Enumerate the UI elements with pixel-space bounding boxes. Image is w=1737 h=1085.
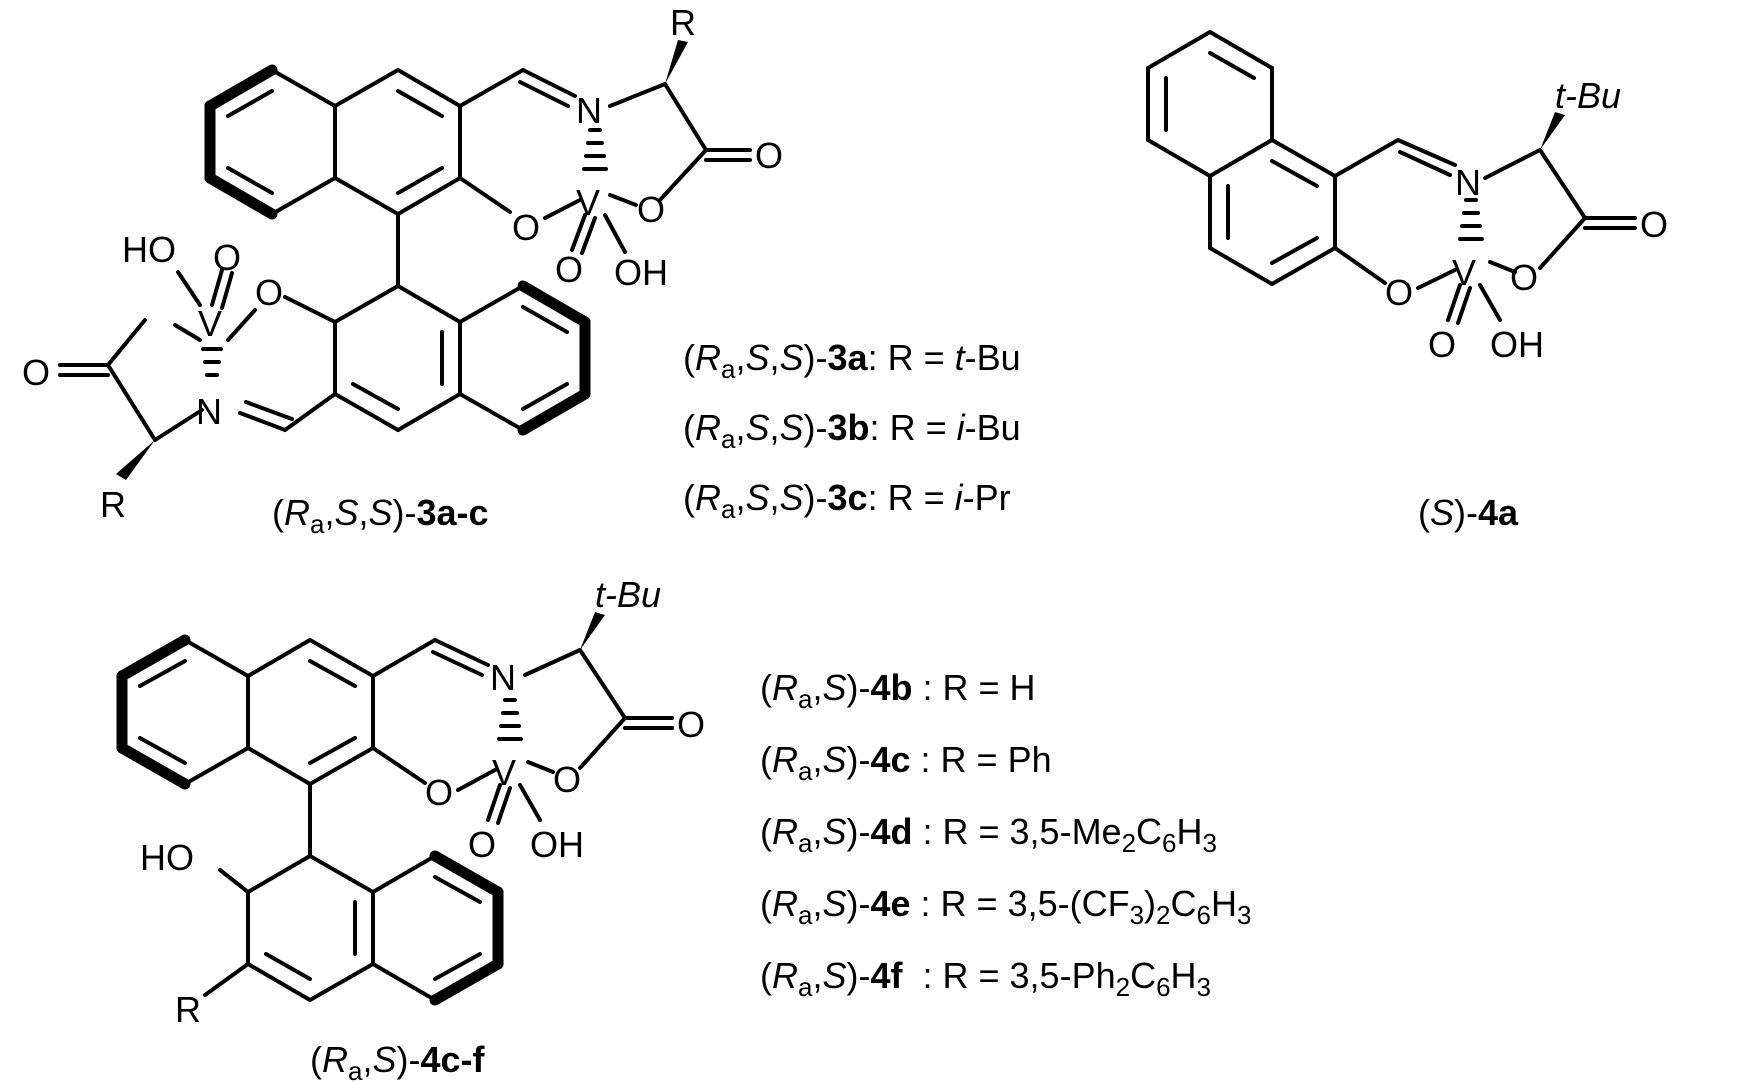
legend-4-row-3: (Ra,S)-4d : R = 3,5-Me2C6H3 (760, 811, 1217, 858)
atom-O-carbonyl-top: O (755, 135, 783, 176)
atom-O-carbonyl-bottom: O (22, 352, 50, 393)
legend-4-row-2: (Ra,S)-4c : R = Ph (760, 739, 1052, 786)
atom-R-4cf: R (175, 989, 201, 1030)
legend-4-row-1: (Ra,S)-4b : R = H (760, 667, 1036, 714)
atom-O-ring-4cf: O (553, 759, 581, 800)
atom-OH-top: OH (614, 252, 668, 293)
atom-O-oxo-4cf: O (468, 824, 496, 865)
atom-R-bottom: R (100, 484, 126, 525)
structure-4a (1146, 30, 1637, 325)
atom-labels-3a-c: N V O O O O OH R N V O O O HO R (22, 2, 783, 525)
atom-O-phenol-top: O (512, 207, 540, 248)
caption-3a-c: (Ra,S,S)-3a-c (272, 492, 489, 539)
legend-4-row-4: (Ra,S)-4e : R = 3,5-(CF3)2C6H3 (760, 883, 1251, 930)
atom-O-phenol-4a: O (1385, 272, 1413, 313)
legend-3-row-3: (Ra,S,S)-3c: R = i-Pr (683, 477, 1011, 524)
atom-N-top: N (576, 90, 602, 131)
atom-O-phenol-bottom: O (255, 272, 283, 313)
benzo-ring-bottom (458, 280, 591, 436)
atom-V-top: V (576, 182, 600, 223)
atom-tBu-4a: t-Bu (1555, 75, 1621, 116)
atom-V-4cf: V (492, 752, 516, 793)
atom-V-bottom: V (198, 303, 222, 344)
atom-N-bottom: N (196, 391, 222, 432)
atom-O-oxo-bottom: O (213, 237, 241, 278)
structure-4c-f (116, 612, 674, 1006)
atom-tBu-4cf: t-Bu (595, 574, 661, 615)
atom-O-ring-4a: O (1510, 257, 1538, 298)
atom-O-carbonyl-4cf: O (677, 704, 705, 745)
atom-N-4a: N (1455, 162, 1481, 203)
caption-4a: (S)-4a (1418, 492, 1519, 533)
benzo-ring-top (204, 64, 337, 220)
atom-R-top: R (670, 2, 696, 43)
atom-O-oxo-top: O (555, 249, 583, 290)
caption-4c-f: (Ra,S)-4c-f (310, 1039, 486, 1085)
atom-O-phenol-4cf: O (425, 772, 453, 813)
legend-4: (Ra,S)-4b : R = H (Ra,S)-4c : R = Ph (Ra… (760, 667, 1251, 1002)
atom-labels-4c-f: N V O O O O OH t-Bu HO R (140, 574, 705, 1030)
atom-OH-4cf: OH (530, 824, 584, 865)
atom-O-carbonyl-4a: O (1640, 204, 1668, 245)
legend-4-row-5: (Ra,S)-4f : R = 3,5-Ph2C6H3 (760, 955, 1211, 1002)
atom-V-4a: V (1452, 252, 1476, 293)
naphthyl-ring-bottom (333, 284, 462, 432)
naphthyl-ring-top (333, 68, 462, 216)
legend-3: (Ra,S,S)-3a: R = t-Bu (Ra,S,S)-3b: R = i… (683, 337, 1021, 524)
legend-3-row-1: (Ra,S,S)-3a: R = t-Bu (683, 337, 1021, 384)
atom-O-oxo-4a: O (1428, 324, 1456, 365)
structure-3a-c (58, 40, 752, 480)
atom-HO-4cf: HO (140, 837, 194, 878)
legend-3-row-2: (Ra,S,S)-3b: R = i-Bu (683, 407, 1021, 454)
atom-N-4cf: N (490, 657, 516, 698)
atom-HO-bottom: HO (122, 229, 176, 270)
atom-O-ring-top: O (637, 189, 665, 230)
atom-OH-4a: OH (1490, 324, 1544, 365)
atom-labels-4a: N V O O O O OH t-Bu (1385, 75, 1668, 365)
